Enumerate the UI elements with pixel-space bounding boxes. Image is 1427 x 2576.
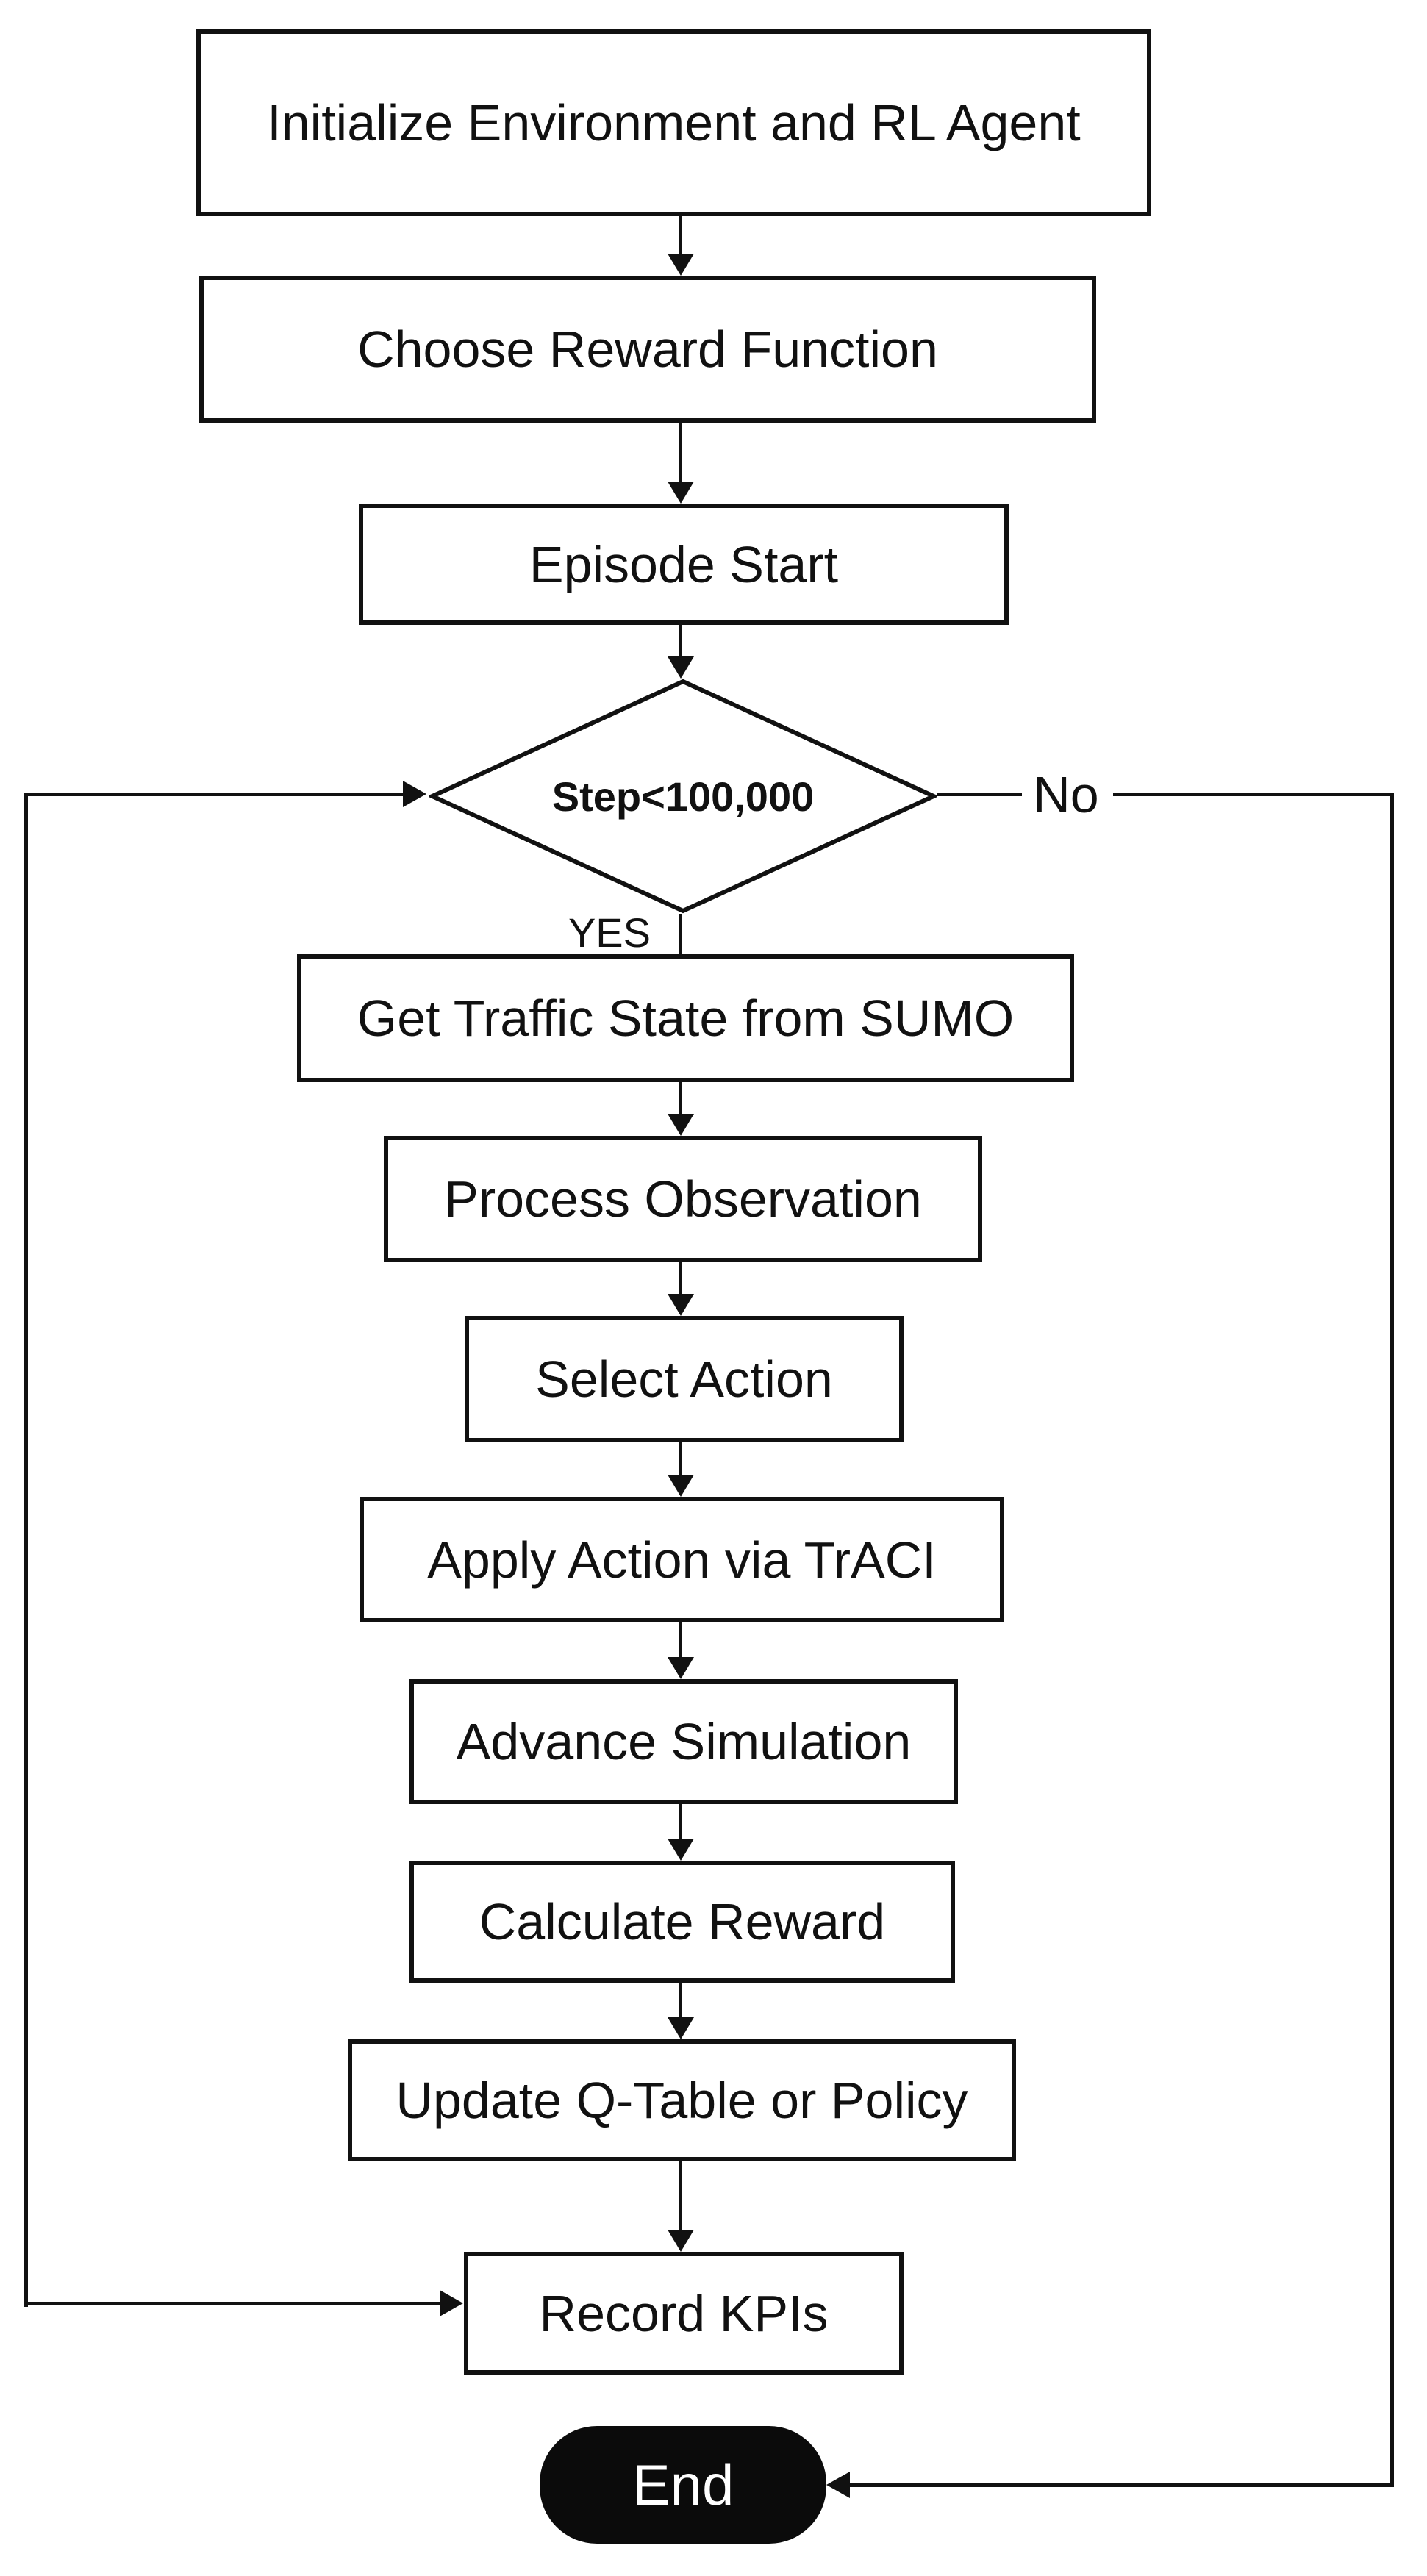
- edge-advance-to-calc-line: [679, 1804, 682, 1839]
- arrowhead-into-record: [668, 2230, 694, 2252]
- edge-choose-to-episode-line: [679, 423, 682, 482]
- arrowhead-into-calc: [668, 1839, 694, 1861]
- node-episode-start: Episode Start: [359, 504, 1009, 625]
- node-initialize-environment: Initialize Environment and RL Agent: [196, 29, 1151, 216]
- edge-select-to-apply-line: [679, 1442, 682, 1475]
- arrowhead-into-advance: [668, 1657, 694, 1679]
- edge-process-to-select-line: [679, 1262, 682, 1294]
- arrowhead-into-choose: [668, 254, 694, 276]
- edge-no-bottom-line: [850, 2483, 1394, 2487]
- decision-diamond-shape: [429, 679, 937, 914]
- arrowhead-into-process: [668, 1114, 694, 1136]
- arrowhead-into-record-left: [440, 2290, 463, 2316]
- edge-no-vertical-line: [1390, 793, 1394, 2487]
- node-get-traffic-state: Get Traffic State from SUMO: [297, 954, 1074, 1082]
- arrowhead-into-update: [668, 2017, 694, 2039]
- arrowhead-into-end: [826, 2472, 850, 2498]
- arrowhead-into-decision-top: [668, 656, 694, 679]
- decision-step-limit-label: Step<100,000: [551, 773, 815, 820]
- edge-decision-yes-line: [679, 914, 682, 954]
- edge-apply-to-advance-line: [679, 1622, 682, 1657]
- node-update-qtable-policy: Update Q-Table or Policy: [348, 2039, 1016, 2161]
- arrowhead-into-episode: [668, 482, 694, 504]
- edge-no-horizontal-line-1: [937, 793, 1025, 796]
- node-apply-action-traci: Apply Action via TrACI: [360, 1497, 1004, 1622]
- edge-init-to-choose-line: [679, 216, 682, 254]
- node-select-action: Select Action: [465, 1316, 904, 1442]
- edge-update-to-record-line: [679, 2161, 682, 2230]
- arrowhead-into-select: [668, 1294, 694, 1316]
- edge-sumo-to-process-line: [679, 1082, 682, 1114]
- edge-episode-to-decision-line: [679, 625, 682, 656]
- node-record-kpis: Record KPIs: [464, 2252, 904, 2375]
- arrowhead-into-apply: [668, 1475, 694, 1497]
- loop-left-vertical-line: [24, 793, 28, 2307]
- node-choose-reward-function: Choose Reward Function: [199, 276, 1096, 423]
- edge-no-horizontal-line-2: [1113, 793, 1394, 796]
- node-end: End: [540, 2426, 826, 2544]
- arrowhead-into-decision-left: [403, 781, 426, 807]
- loop-bottom-horizontal-line: [24, 2302, 440, 2305]
- node-process-observation: Process Observation: [384, 1136, 982, 1262]
- node-advance-simulation: Advance Simulation: [409, 1679, 958, 1804]
- edge-calc-to-update-line: [679, 1983, 682, 2017]
- edge-label-yes: YES: [568, 909, 651, 956]
- loop-top-horizontal-line: [24, 793, 403, 796]
- edge-label-no: No: [1022, 766, 1110, 823]
- node-calculate-reward: Calculate Reward: [409, 1861, 955, 1983]
